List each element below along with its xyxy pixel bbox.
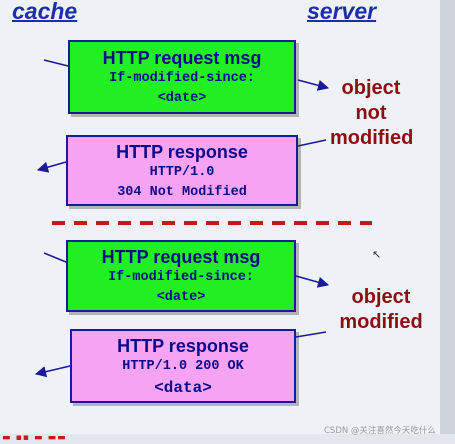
outcome-line: object	[341, 77, 401, 99]
dashed-divider	[52, 221, 372, 225]
request-arrow-1	[297, 79, 330, 91]
bottom-strip	[0, 434, 455, 444]
slide-edge	[440, 0, 455, 444]
outcome-not-modified: object not modified	[330, 76, 414, 151]
mouse-cursor-icon: ↖	[372, 249, 382, 261]
response-version-1: HTTP/1.0	[149, 165, 215, 180]
request-in-line-1	[43, 59, 69, 67]
outcome-modified: object modified	[334, 285, 428, 335]
request-date-1: <date>	[157, 91, 207, 106]
response-in-line-1	[297, 139, 327, 147]
request-arrow-2	[295, 275, 330, 288]
outcome-line: not	[355, 102, 387, 124]
watermark: CSDN @关注喜然今天吃什么	[324, 426, 436, 436]
response-box-2: HTTP response HTTP/1.0 200 OK <data>	[70, 329, 296, 403]
response-arrow-2	[34, 365, 71, 378]
response-status-2: HTTP/1.0 200 OK	[122, 359, 244, 374]
request-in-line-2	[43, 252, 67, 263]
outcome-line: modified	[339, 311, 423, 333]
outcome-line: modified	[330, 127, 414, 149]
response-arrow-1	[36, 161, 67, 173]
response-title-2: HTTP response	[117, 336, 249, 356]
response-in-line-2	[295, 331, 327, 338]
bottom-fragment: ▬ ▪▪ ▬ ▬▬	[2, 433, 67, 443]
server-header: server	[307, 0, 377, 24]
outcome-line: object	[351, 286, 411, 308]
request-box-1: HTTP request msg If-modified-since: <dat…	[68, 40, 296, 114]
cache-header: cache	[12, 0, 78, 24]
request-title-1: HTTP request msg	[102, 48, 262, 68]
response-box-1: HTTP response HTTP/1.0 304 Not Modified	[66, 135, 298, 206]
request-title-2: HTTP request msg	[101, 247, 261, 267]
request-box-2: HTTP request msg If-modified-since: <dat…	[66, 240, 296, 312]
response-data-2: <data>	[154, 379, 212, 397]
request-date-2: <date>	[156, 290, 206, 305]
response-status-1: 304 Not Modified	[117, 185, 247, 200]
request-header-1: If-modified-since:	[109, 71, 255, 86]
request-header-2: If-modified-since:	[108, 270, 254, 285]
response-title-1: HTTP response	[116, 142, 248, 162]
